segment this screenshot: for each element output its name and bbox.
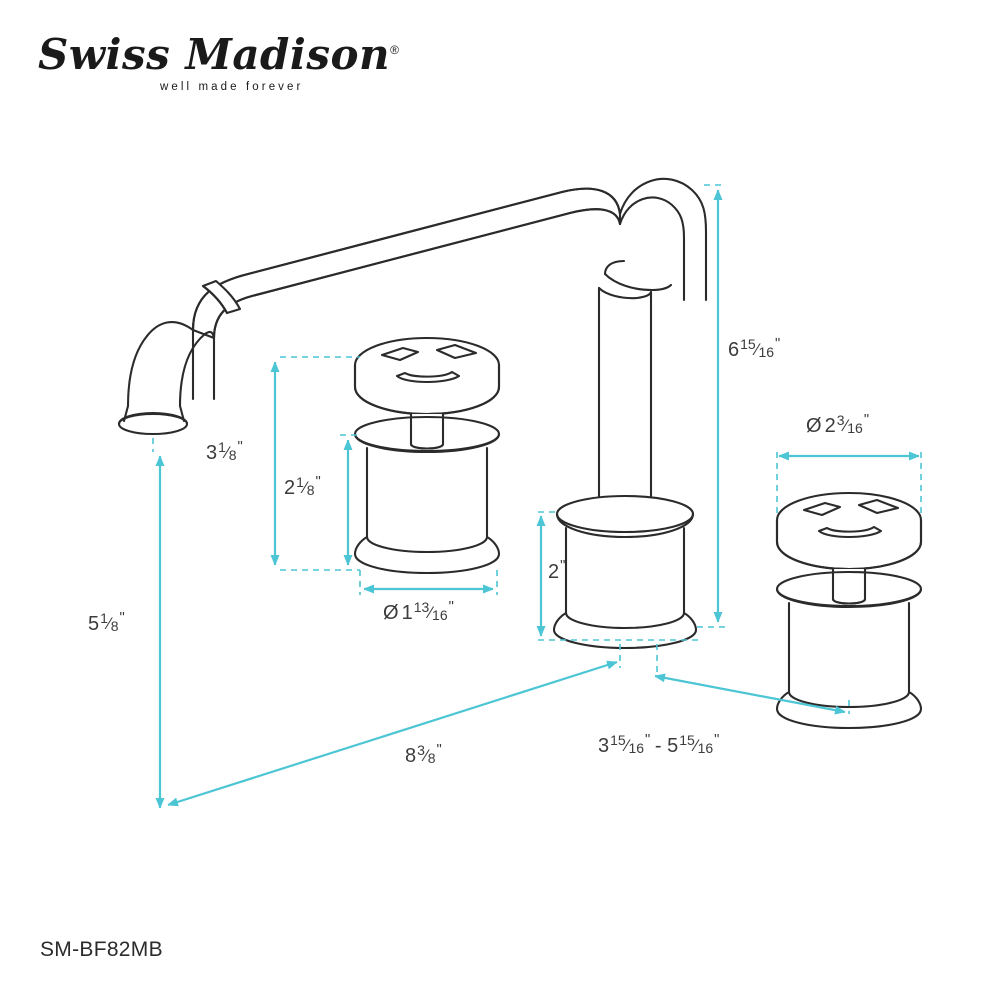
spout-collar-left (201, 279, 242, 315)
spout-collar-right (603, 259, 673, 292)
dimension-label-handle-spread-range: 315⁄16" - 515⁄16" (598, 732, 719, 757)
diameter-icon: Ø (383, 602, 399, 624)
dimension-label-spout-outlet-height: 51⁄8" (88, 610, 125, 635)
dimension-handle-spread-range (654, 676, 846, 712)
brand-wordmark: Swiss Madison® (38, 34, 399, 76)
diameter-icon: Ø (806, 415, 822, 437)
dimension-label-spout-reach: 83⁄8" (405, 742, 442, 767)
spout-elbow-left (191, 328, 216, 401)
spout-down-pipe (126, 332, 207, 408)
spout-riser (597, 286, 653, 514)
extension-lines (152, 184, 922, 714)
dimension-label-spout-height: 615⁄16" (728, 336, 780, 361)
dimension-label-spout-base-height: 2" (548, 558, 565, 583)
dimension-label-handle-body-height: 21⁄8" (284, 474, 321, 499)
model-number: SM-BF82MB (40, 938, 163, 961)
right-handle (775, 491, 923, 730)
dimension-lines-group (152, 184, 922, 808)
spout-outlet (117, 404, 189, 436)
brand-tagline: well made forever (160, 81, 304, 93)
spout-base (552, 494, 698, 650)
dimension-spout-reach (168, 662, 617, 805)
spout-elbow-right (618, 177, 708, 302)
left-handle (353, 336, 501, 575)
brand-name-text: Swiss Madison (38, 30, 391, 79)
registered-trademark-icon: ® (390, 43, 400, 57)
brand-logo: Swiss Madison® well made forever (38, 34, 399, 114)
dimension-label-handle-total-height: 31⁄8" (206, 439, 243, 464)
spout-arm (191, 187, 622, 340)
